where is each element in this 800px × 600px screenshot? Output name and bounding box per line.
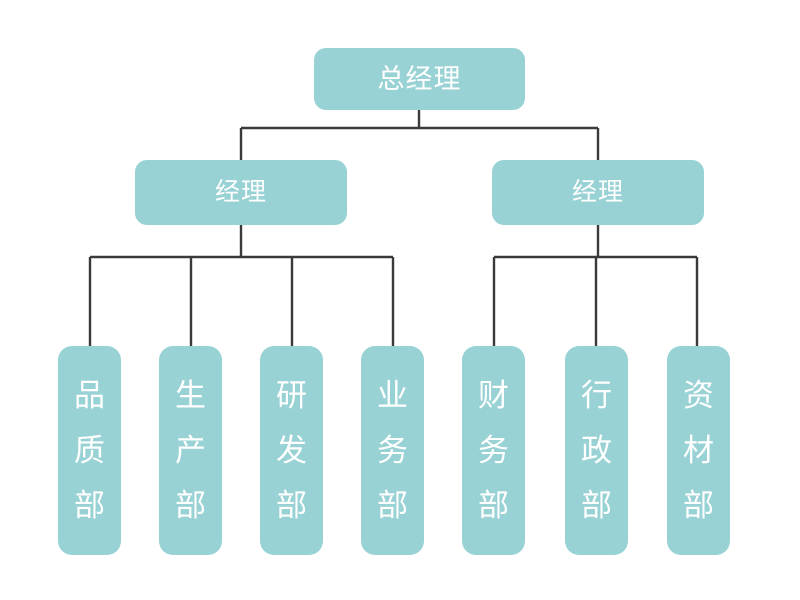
node-administration-dept[interactable]: 行 政 部 (565, 346, 628, 555)
node-materials-dept-label: 资 材 部 (683, 377, 714, 524)
node-quality-dept-label: 品 质 部 (74, 377, 105, 524)
node-production-dept-label: 生 产 部 (175, 377, 206, 524)
node-general-manager-label: 总经理 (377, 63, 462, 94)
node-manager-right-label: 经理 (571, 178, 624, 206)
node-finance-dept[interactable]: 财 务 部 (462, 346, 525, 555)
node-business-dept[interactable]: 业 务 部 (361, 346, 424, 555)
node-business-dept-label: 业 务 部 (377, 377, 408, 524)
node-general-manager[interactable]: 总经理 (314, 48, 525, 110)
node-manager-left[interactable]: 经理 (135, 160, 347, 225)
node-manager-right[interactable]: 经理 (492, 160, 704, 225)
node-research-dept[interactable]: 研 发 部 (260, 346, 323, 555)
node-manager-left-label: 经理 (214, 178, 267, 206)
node-materials-dept[interactable]: 资 材 部 (667, 346, 730, 555)
node-quality-dept[interactable]: 品 质 部 (58, 346, 121, 555)
node-research-dept-label: 研 发 部 (276, 377, 307, 524)
node-finance-dept-label: 财 务 部 (478, 377, 509, 524)
node-administration-dept-label: 行 政 部 (581, 377, 612, 524)
node-production-dept[interactable]: 生 产 部 (159, 346, 222, 555)
